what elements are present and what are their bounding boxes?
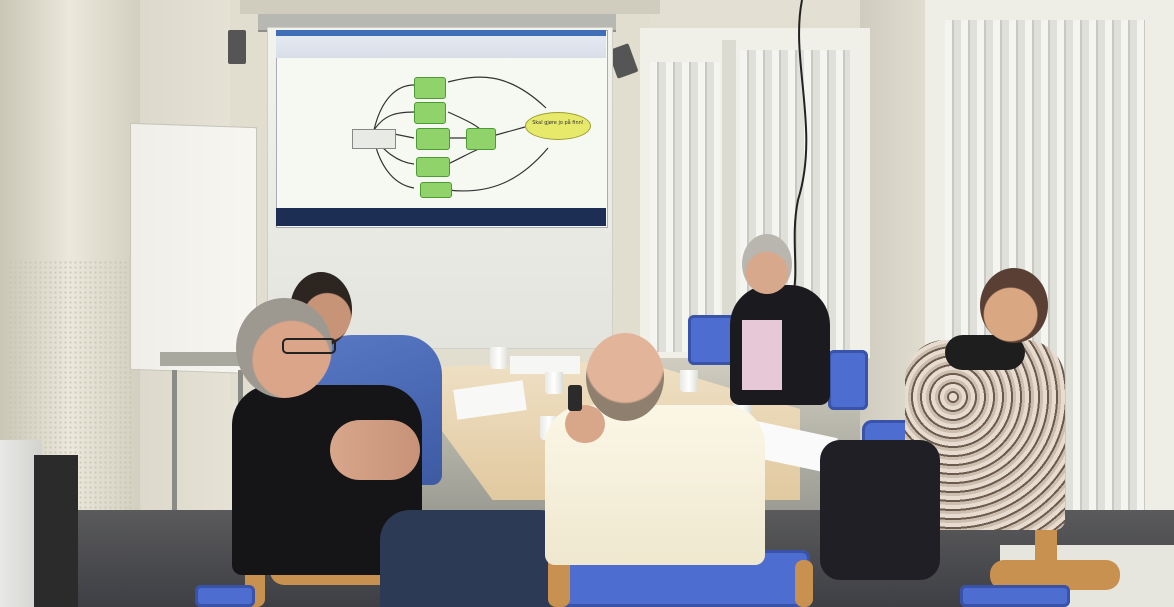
person-back-right-head xyxy=(742,234,792,294)
diagram-node xyxy=(416,128,450,150)
chair-frame xyxy=(795,560,813,607)
diagram-node xyxy=(414,102,446,124)
printer-stand xyxy=(34,455,78,607)
ceiling xyxy=(240,0,660,14)
window-post xyxy=(722,40,736,360)
person-front-center-hand xyxy=(565,405,605,443)
glass xyxy=(490,347,508,369)
wall-speaker-left xyxy=(228,30,246,64)
person-right-trousers xyxy=(820,440,940,580)
person-front-left-arms xyxy=(330,420,420,480)
chair xyxy=(688,315,736,365)
diagram-arrow xyxy=(373,111,415,131)
person-back-right-blouse xyxy=(742,320,782,390)
hanging-cable xyxy=(791,0,808,300)
person-front-center-head xyxy=(586,333,664,421)
diagram-source-box xyxy=(352,129,396,149)
diagram-node xyxy=(414,77,446,99)
person-front-left-jeans xyxy=(380,510,550,607)
diagram-arrow xyxy=(447,147,482,165)
diagram-arrow xyxy=(447,147,549,192)
window-blinds xyxy=(650,62,720,352)
person-right-head xyxy=(980,268,1048,343)
chair xyxy=(828,350,868,410)
projected-taskbar xyxy=(276,208,606,226)
coffee-cup xyxy=(680,370,698,392)
chair xyxy=(195,585,255,607)
diagram-arrow xyxy=(495,126,526,136)
eyeglasses xyxy=(282,338,336,354)
diagram-node xyxy=(420,182,452,198)
papers xyxy=(510,356,580,374)
diagram-target-label: Skal gjøre jo på finn! xyxy=(532,120,584,126)
smartphone xyxy=(568,385,582,411)
flip-chart-tray xyxy=(160,352,240,366)
diagram-target-ellipse: Skal gjøre jo på finn! xyxy=(525,112,591,140)
diagram-arrow xyxy=(373,84,415,131)
diagram-node xyxy=(416,157,450,177)
projected-app-titlebar xyxy=(276,30,606,36)
flip-chart-leg xyxy=(172,370,177,545)
chair xyxy=(960,585,1070,607)
diagram-arrow xyxy=(447,76,547,109)
coffee-cup xyxy=(545,372,563,394)
diagram-node xyxy=(466,128,496,150)
person-front-left-head xyxy=(236,298,332,398)
